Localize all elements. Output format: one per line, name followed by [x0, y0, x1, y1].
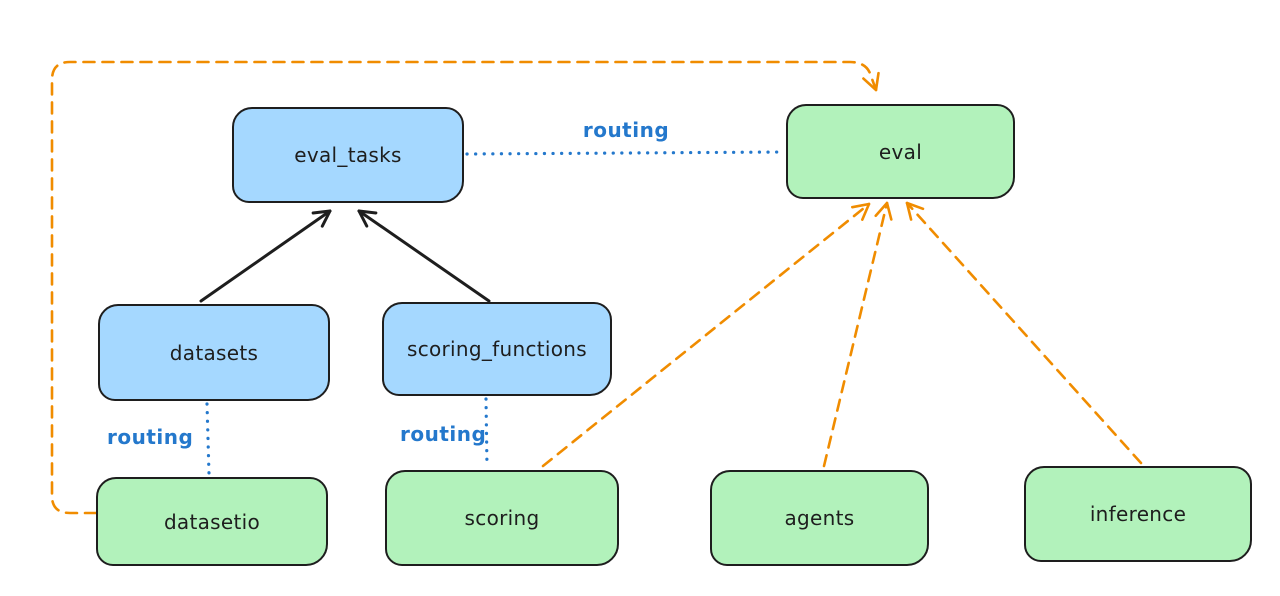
edge-datasets-to-datasetio-routing [205, 402, 211, 476]
node-label: scoring_functions [406, 337, 588, 361]
node-agents: agents [710, 470, 929, 566]
node-label: agents [784, 506, 855, 530]
edge-datasetio-to-eval [50, 60, 880, 515]
node-eval-tasks: eval_tasks [232, 107, 464, 203]
edge-scoring_functions-to-scoring-routing [484, 397, 489, 469]
edge-scoring-to-eval [541, 202, 871, 468]
edge-label-routing-eval: routing [582, 118, 670, 142]
edge-agents-to-eval [822, 201, 893, 468]
node-label: datasetio [163, 509, 261, 534]
node-label: scoring [464, 506, 540, 530]
edge-label-routing-scoring: routing [400, 422, 487, 446]
node-label: eval [878, 139, 923, 164]
node-inference: inference [1024, 466, 1252, 562]
edge-scoring_functions-to-eval_tasks [357, 209, 491, 303]
node-scoring: scoring [385, 470, 619, 566]
node-eval: eval [786, 104, 1015, 199]
edge-datasets-to-eval_tasks [199, 209, 332, 303]
node-datasets: datasets [98, 304, 330, 401]
node-label: inference [1089, 502, 1187, 526]
edge-label-routing-datasetio: routing [107, 425, 194, 449]
node-datasetio: datasetio [96, 477, 328, 566]
node-scoring-functions: scoring_functions [382, 302, 612, 396]
edge-eval_tasks-to-eval-routing [465, 150, 785, 156]
node-label: eval_tasks [294, 143, 402, 167]
node-label: datasets [169, 340, 259, 365]
edge-inference-to-eval [905, 201, 1143, 465]
